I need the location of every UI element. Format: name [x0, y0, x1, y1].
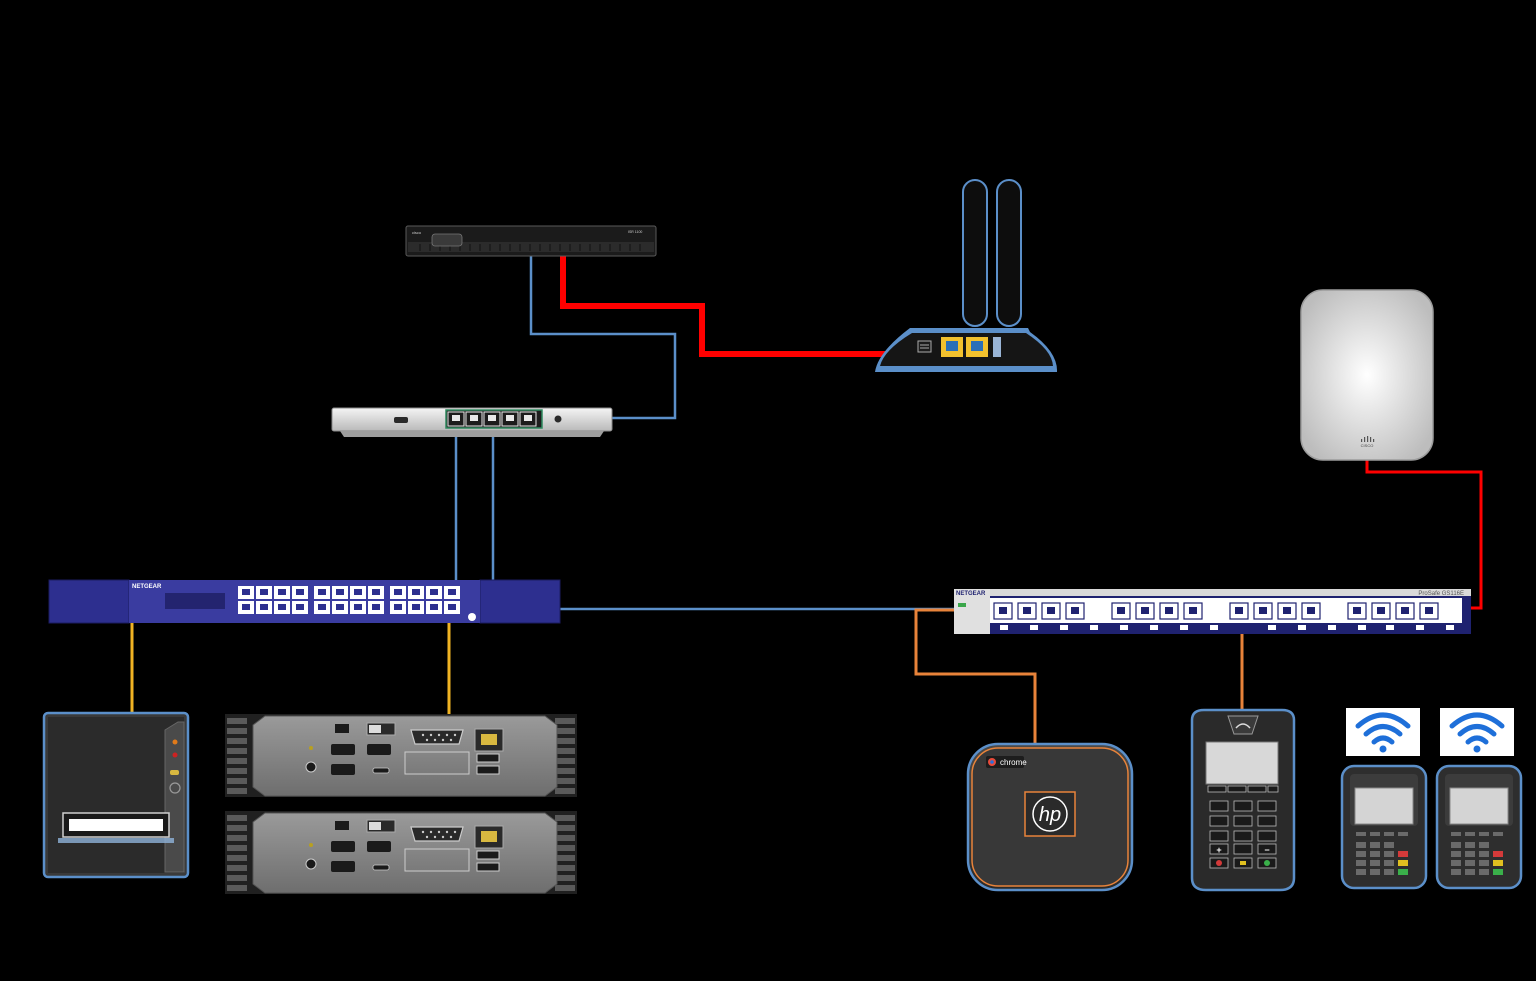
right-switch-brand: NETGEAR: [956, 591, 986, 597]
svg-text:−: −: [1264, 845, 1269, 855]
wifi-icon-2: [1440, 708, 1514, 756]
red-link-router-modem: [560, 256, 948, 357]
chromebox-badge: chrome: [1000, 758, 1027, 767]
red-link-ap-switch: [1360, 460, 1483, 610]
router-brand: cisco: [412, 230, 422, 235]
payment-pinpad-icon: + −: [1190, 708, 1296, 892]
cables: [130, 256, 1483, 744]
router-icon: cisco ISR 1100: [405, 225, 657, 257]
poe-switch-icon: NETGEAR: [48, 579, 561, 624]
security-appliance-icon: [331, 407, 613, 437]
chromebox-icon: chrome hp: [966, 742, 1134, 892]
lte-modem-icon: [875, 179, 1058, 372]
wifi-icon: [1346, 708, 1420, 756]
yellow-link-printer: [130, 607, 246, 714]
pos-terminal-icon-2: [224, 810, 578, 895]
right-switch-series: ProSafe GS116E: [1418, 591, 1464, 597]
pos-terminal-icon: [225, 714, 577, 797]
card-reader-icon-2: [1435, 764, 1523, 890]
blue-link-router-firewall: [529, 256, 677, 420]
router-model: ISR 1100: [628, 230, 642, 234]
ap-brand: CISCO: [1361, 443, 1374, 448]
svg-text:+: +: [1216, 845, 1221, 855]
card-reader-icon: [1340, 764, 1428, 890]
receipt-printer-icon: [42, 711, 190, 879]
left-switch-brand: NETGEAR: [132, 584, 162, 590]
chromebox-logo: hp: [1039, 804, 1061, 826]
netgear-switch-icon: NETGEAR ProSafe GS116E: [954, 589, 1471, 634]
access-point-icon: CISCO: [1300, 289, 1434, 461]
